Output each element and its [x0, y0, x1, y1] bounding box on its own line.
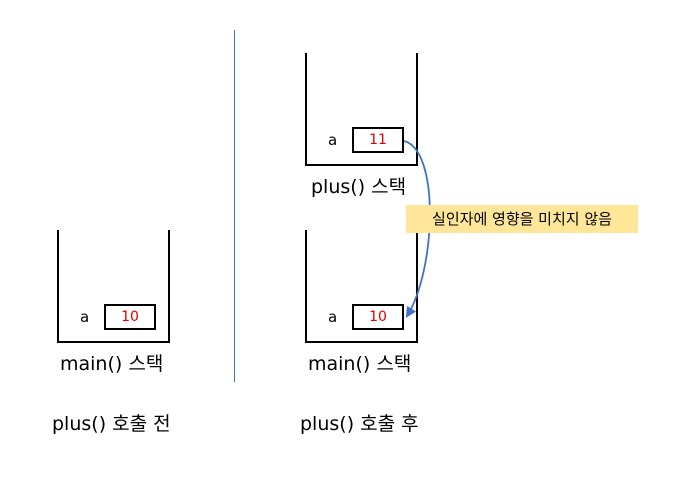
- after-call-caption: plus() 호출 후: [300, 413, 419, 435]
- main-var-a-value-after: 10: [352, 304, 404, 330]
- before-call-caption: plus() 호출 전: [52, 413, 171, 435]
- plus-stack: [305, 53, 418, 166]
- divider-line: [234, 30, 235, 382]
- main-stack-after: [305, 230, 418, 343]
- var-a-value-before: 10: [104, 304, 156, 330]
- main-var-a-label-after: a: [328, 308, 338, 326]
- main-stack-caption-after: main() 스택: [308, 353, 412, 375]
- plus-var-a-value: 11: [352, 127, 404, 153]
- plus-stack-caption: plus() 스택: [311, 176, 407, 198]
- main-stack-before: [57, 230, 170, 343]
- note-no-effect-on-argument: 실인자에 영향을 미치지 않음: [406, 205, 638, 233]
- plus-var-a-label: a: [328, 131, 338, 149]
- var-a-label-before: a: [80, 308, 90, 326]
- main-stack-caption-before: main() 스택: [60, 353, 164, 375]
